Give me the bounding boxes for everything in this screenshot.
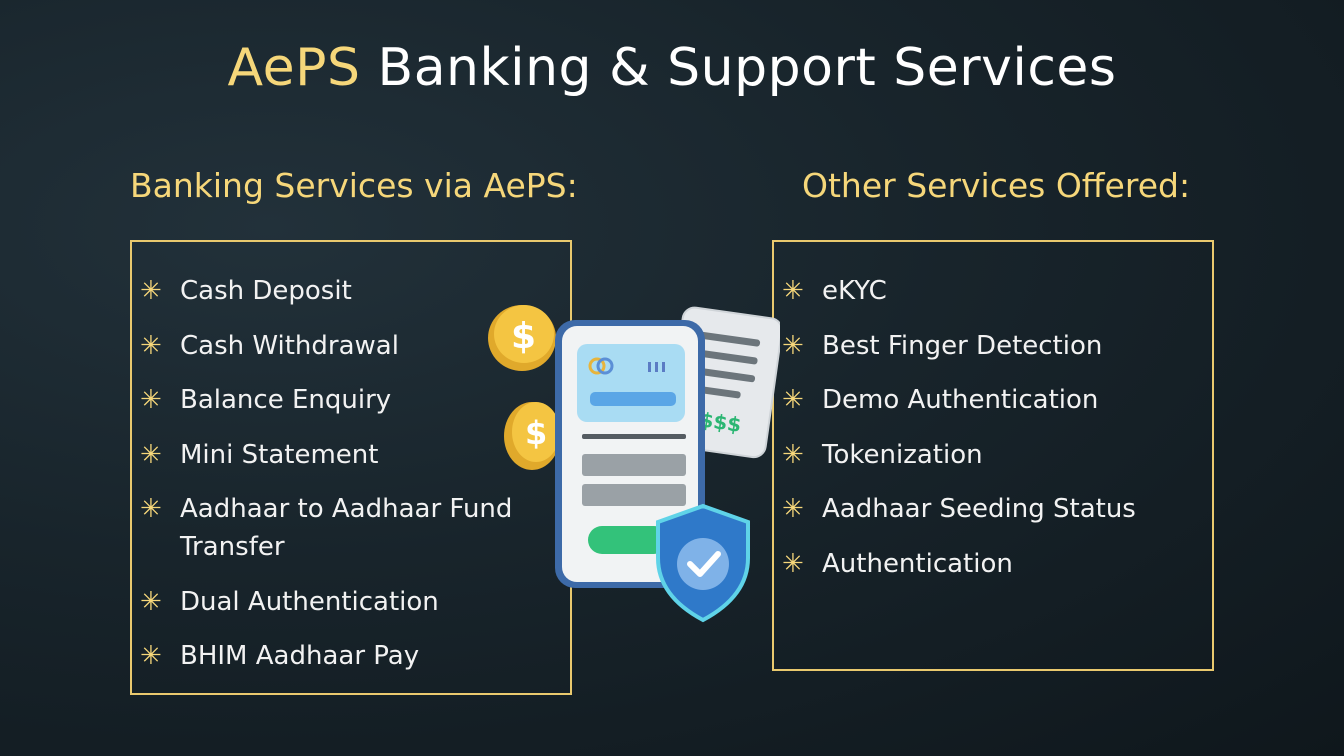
asterisk-icon: ✳ <box>782 494 804 524</box>
title-accent: AePS <box>227 38 361 98</box>
coin-glyph: $ <box>511 316 536 357</box>
asterisk-icon: ✳ <box>782 276 804 306</box>
coin-glyph: $ <box>525 414 547 452</box>
banking-services-heading: Banking Services via AePS: <box>130 166 578 205</box>
list-item: ✳Aadhaar Seeding Status <box>782 490 1136 528</box>
list-item: ✳BHIM Aadhaar Pay <box>140 637 520 675</box>
asterisk-icon: ✳ <box>140 641 162 671</box>
list-item: ✳Aadhaar to Aadhaar Fund Transfer <box>140 490 520 566</box>
asterisk-icon: ✳ <box>782 439 804 470</box>
list-item: ✳Demo Authentication <box>782 381 1136 419</box>
shield-check-icon <box>656 503 750 623</box>
title-rest: Banking & Support Services <box>377 38 1117 98</box>
list-item: ✳Mini Statement <box>140 436 520 474</box>
banking-services-list: ✳Cash Deposit ✳Cash Withdrawal ✳Balance … <box>140 272 520 692</box>
list-item: ✳Tokenization <box>782 436 1136 474</box>
phone-illustration-svg: $$$ $ $ <box>488 305 783 623</box>
asterisk-icon: ✳ <box>140 276 162 306</box>
receipt-amount-text: $$$ <box>698 407 743 437</box>
list-item: ✳Best Finger Detection <box>782 327 1136 365</box>
payment-illustration: $$$ $ $ <box>480 296 783 626</box>
asterisk-icon: ✳ <box>140 586 162 617</box>
other-services-list: ✳eKYC ✳Best Finger Detection ✳Demo Authe… <box>782 272 1136 599</box>
list-item: ✳Dual Authentication <box>140 583 520 621</box>
list-item: ✳eKYC <box>782 272 1136 310</box>
banking-services-box: ✳Cash Deposit ✳Cash Withdrawal ✳Balance … <box>130 240 572 695</box>
other-services-heading: Other Services Offered: <box>802 166 1191 205</box>
list-item: ✳Authentication <box>782 545 1136 583</box>
asterisk-icon: ✳ <box>782 548 804 579</box>
asterisk-icon: ✳ <box>782 385 804 415</box>
asterisk-icon: ✳ <box>140 385 162 415</box>
list-item: ✳Cash Deposit <box>140 272 520 310</box>
coin-icon: $ <box>488 305 556 371</box>
coin-icon: $ <box>504 402 560 470</box>
asterisk-icon: ✳ <box>140 494 162 524</box>
page-title: AePS Banking & Support Services <box>0 38 1344 98</box>
asterisk-icon: ✳ <box>140 330 162 361</box>
other-services-box: ✳eKYC ✳Best Finger Detection ✳Demo Authe… <box>772 240 1214 671</box>
list-item: ✳Cash Withdrawal <box>140 327 520 365</box>
asterisk-icon: ✳ <box>782 330 804 361</box>
asterisk-icon: ✳ <box>140 439 162 470</box>
list-item: ✳Balance Enquiry <box>140 381 520 419</box>
